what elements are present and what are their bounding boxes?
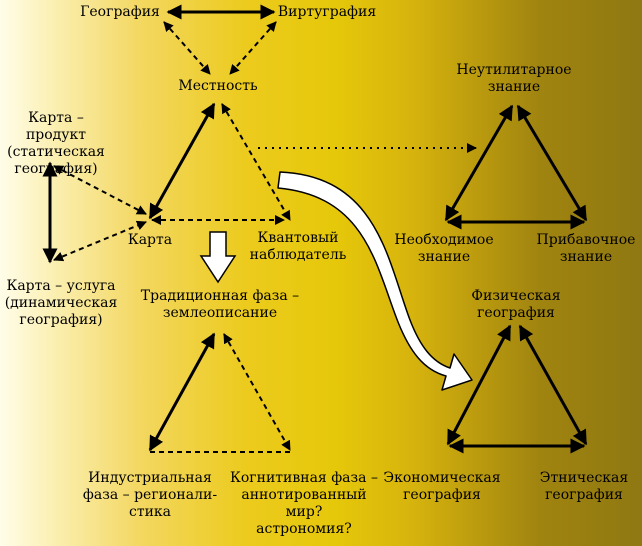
label-additional: Прибавочное знание	[536, 232, 636, 265]
label-locality: Местность	[178, 78, 258, 94]
link-virtugraphy-locality	[229, 21, 277, 75]
link-physical-economic	[446, 324, 512, 446]
link-non-utilitarian-additional	[516, 104, 588, 222]
label-industrial-phase: Индустриальная фаза – регионали- стика	[82, 470, 218, 520]
label-virtugraphy: Виртуграфия	[277, 4, 377, 20]
link-locality-map	[148, 102, 216, 220]
link-locality-observer	[221, 103, 291, 221]
label-map-service: Карта – услуга (динамическая география)	[4, 278, 118, 328]
label-map-product: Карта – продукт (статическая география)	[7, 110, 105, 177]
label-economic-geo: Экономическая география	[383, 470, 501, 503]
label-traditional-phase: Традиционная фаза – землеописание	[140, 288, 300, 321]
label-necessary: Необходимое знание	[394, 232, 494, 265]
big-curved-arrow	[277, 171, 473, 391]
link-service-map	[53, 220, 147, 262]
link-geography-locality	[163, 21, 211, 75]
label-cognitive-phase: Когнитивная фаза – аннотированный мир? а…	[230, 470, 378, 537]
label-ethnic-geo: Этническая география	[539, 470, 629, 503]
label-physical-geo: Физическая география	[471, 288, 561, 321]
label-quantum-observer: Квантовый наблюдатель	[249, 230, 347, 263]
down-arrow	[199, 231, 237, 284]
link-physical-ethnic	[518, 324, 588, 446]
label-map: Карта	[127, 232, 173, 248]
link-non-utilitarian-necessary	[444, 104, 514, 222]
link-traditional-industrial	[148, 332, 216, 452]
label-geography: География	[80, 4, 160, 20]
label-non-utilitarian: Неутилитарное знание	[456, 62, 572, 95]
link-traditional-cognitive	[223, 333, 291, 451]
